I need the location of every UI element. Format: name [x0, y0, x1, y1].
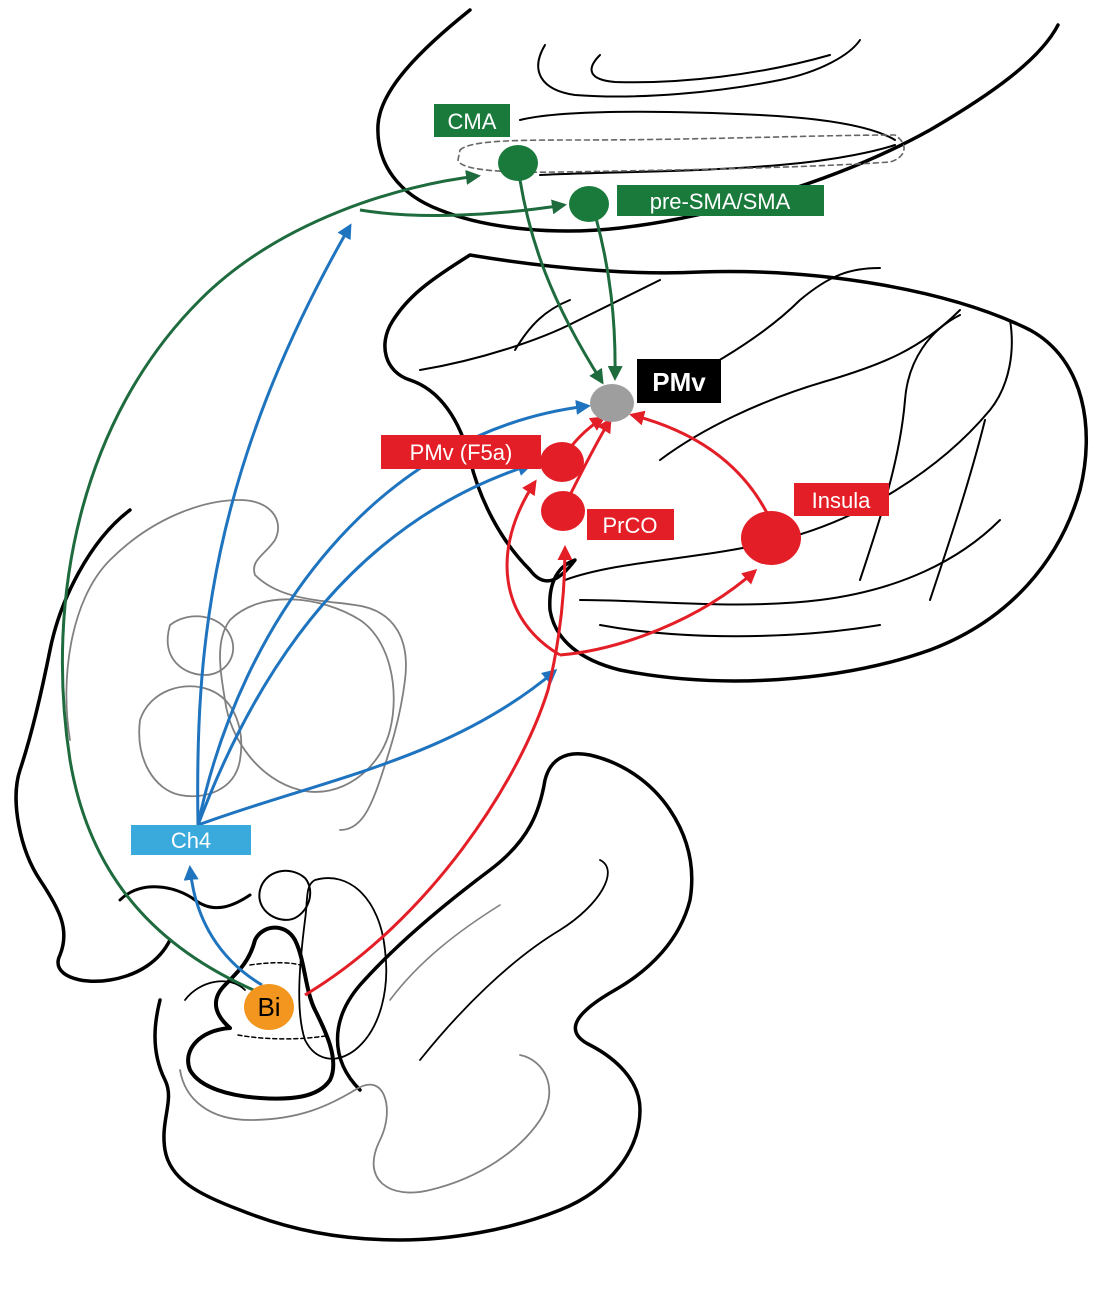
pmv-f5a-node [540, 442, 584, 482]
pmv-label-box [637, 359, 721, 403]
insular-sulcus-1 [579, 519, 1001, 606]
blue-arrow-ch4-to-insula [197, 669, 558, 827]
bi-label: Bi [257, 992, 280, 1022]
cingulate-sulcus-outer [537, 39, 861, 98]
prco-label-box [587, 509, 674, 540]
coronal-inner-outline [65, 499, 407, 831]
label-boxes: CMA pre-SMA/SMA PMv PMv (F5a) PrCO Insul… [131, 104, 889, 1022]
red-arrow-split-to-f5a [505, 479, 561, 657]
temporal-sulcus-2 [389, 904, 501, 1001]
oval-structure [258, 869, 312, 921]
insular-sulcus-2 [599, 624, 881, 638]
blue-arrow-ch4-to-pmv [196, 399, 591, 826]
putamen-outline [219, 598, 395, 793]
amygdala-body [298, 877, 388, 1060]
pre-sma-node [569, 186, 609, 222]
bi-dashed-lower [237, 1034, 326, 1040]
coronal-outer-outline [14, 508, 172, 983]
green-arrow-cma-to-pmv [518, 179, 604, 385]
frontal-sulcus-2 [514, 299, 571, 351]
postcentral-sulcus [859, 314, 961, 581]
medial-wall-outline [376, 8, 1060, 233]
insula-node [741, 511, 801, 565]
callosal-sulcus-lower [539, 144, 896, 176]
anatomy-outlines [14, 8, 1089, 1242]
cingulate-sulcus-inner [590, 54, 831, 84]
ch4-label-box [131, 825, 251, 855]
pre-sma-label-box [617, 185, 824, 216]
pmv-f5a-label-box [381, 435, 541, 469]
bi-node [244, 984, 294, 1030]
red-arrow-insula-to-pmv [629, 410, 770, 516]
cma-label-box [434, 104, 510, 137]
red-arrow-split-to-insula [559, 569, 758, 657]
frontal-sulcus-1 [419, 279, 661, 371]
bi-dashed-upper [249, 962, 301, 966]
blue-arrow-ch4-to-medial [196, 223, 352, 826]
green-arrow-bi-to-cma [60, 169, 481, 994]
temporal-sulcus [419, 859, 609, 1061]
green-arrow-to-pre-sma [359, 199, 567, 217]
hippocampal-outline [184, 980, 246, 1001]
temporal-inner-outline [179, 1054, 551, 1194]
prco-label: PrCO [603, 513, 658, 538]
postcentral-sulcus-2 [929, 419, 986, 601]
bi-nucleus-thick-outline [186, 925, 336, 1101]
red-arrow-prco-to-pmv [568, 417, 612, 496]
ch4-label: Ch4 [171, 828, 211, 853]
pre-sma-label: pre-SMA/SMA [650, 189, 791, 214]
cma-node [498, 145, 538, 181]
insula-label-box [794, 483, 889, 516]
red-arrow-bi-to-prco [304, 545, 573, 997]
prco-node [541, 491, 585, 531]
globus-pallidus-outline [138, 685, 243, 798]
insula-label: Insula [812, 488, 871, 513]
temporal-lobe-outline [153, 752, 694, 1242]
pmv-f5a-label: PMv (F5a) [410, 440, 513, 465]
lateral-hemisphere-outline [383, 253, 1089, 683]
callosal-sulcus [519, 110, 896, 141]
green-arrow-presma-to-pmv [594, 217, 623, 381]
blue-arrow-ch4-to-f5a [196, 461, 533, 826]
basal-forebrain-outer [118, 885, 252, 910]
nodes [244, 145, 801, 1030]
precentral-sulcus [659, 309, 961, 461]
pmv-node [590, 384, 634, 422]
thalamus-outline [166, 615, 235, 676]
cingulate-dashed-region [457, 134, 905, 173]
green-pathways [60, 169, 623, 994]
pmv-label: PMv [652, 367, 706, 397]
blue-arrow-bi-to-ch4 [183, 865, 263, 987]
blue-pathways [183, 223, 591, 987]
cma-label: CMA [448, 109, 497, 134]
